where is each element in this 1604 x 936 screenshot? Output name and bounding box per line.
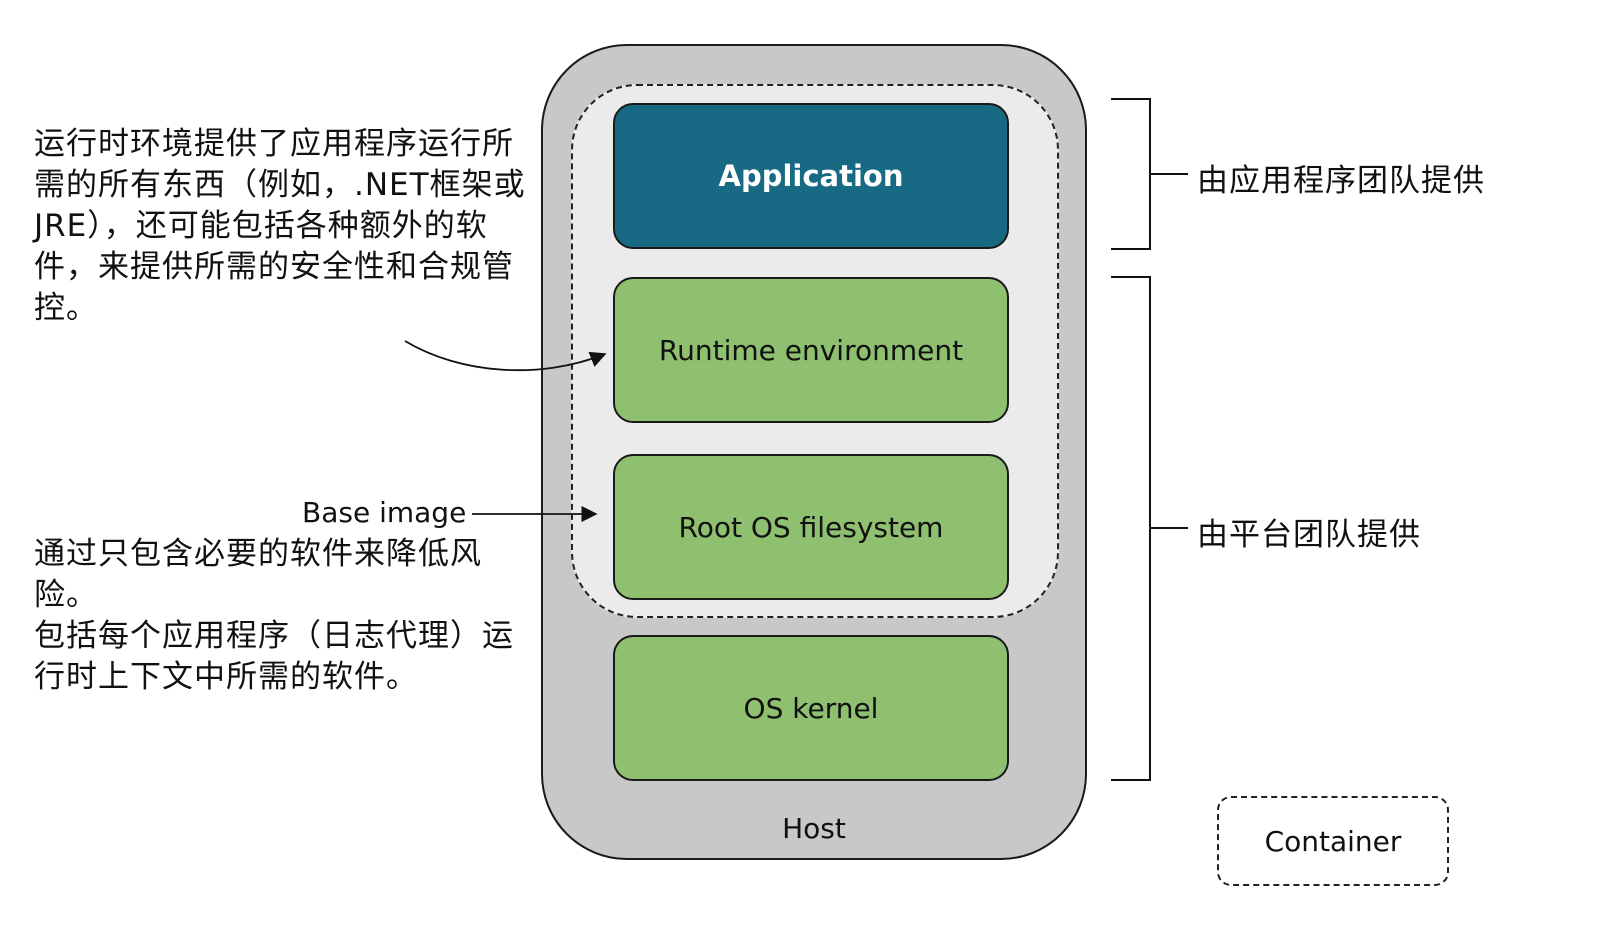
runtime-environment-layer: Runtime environment <box>613 277 1009 423</box>
container-legend: Container <box>1217 796 1449 886</box>
runtime-environment-label: Runtime environment <box>658 333 964 367</box>
application-label: Application <box>718 159 904 193</box>
runtime-annotation: 运行时环境提供了应用程序运行所需的所有东西（例如，.NET框架或JRE），还可能… <box>34 126 526 326</box>
base-image-annotation-1: 通过只包含必要的软件来降低风险。 <box>34 536 482 613</box>
base-image-label: Base image <box>302 496 467 529</box>
app-team-bracket <box>1111 98 1188 250</box>
host-label: Host <box>782 812 846 845</box>
application-layer: Application <box>613 103 1009 249</box>
root-os-filesystem-layer: Root OS filesystem <box>613 454 1009 600</box>
base-image-annotation-2: 包括每个应用程序（日志代理）运行时上下文中所需的软件。 <box>34 618 514 695</box>
platform-team-label: 由平台团队提供 <box>1197 517 1421 553</box>
platform-team-bracket <box>1111 276 1188 781</box>
container-legend-label: Container <box>1264 824 1402 858</box>
root-os-filesystem-label: Root OS filesystem <box>678 510 944 544</box>
runtime-arrow <box>404 340 607 372</box>
app-team-label: 由应用程序团队提供 <box>1197 163 1485 199</box>
os-kernel-layer: OS kernel <box>613 635 1009 781</box>
os-kernel-label: OS kernel <box>743 691 879 725</box>
